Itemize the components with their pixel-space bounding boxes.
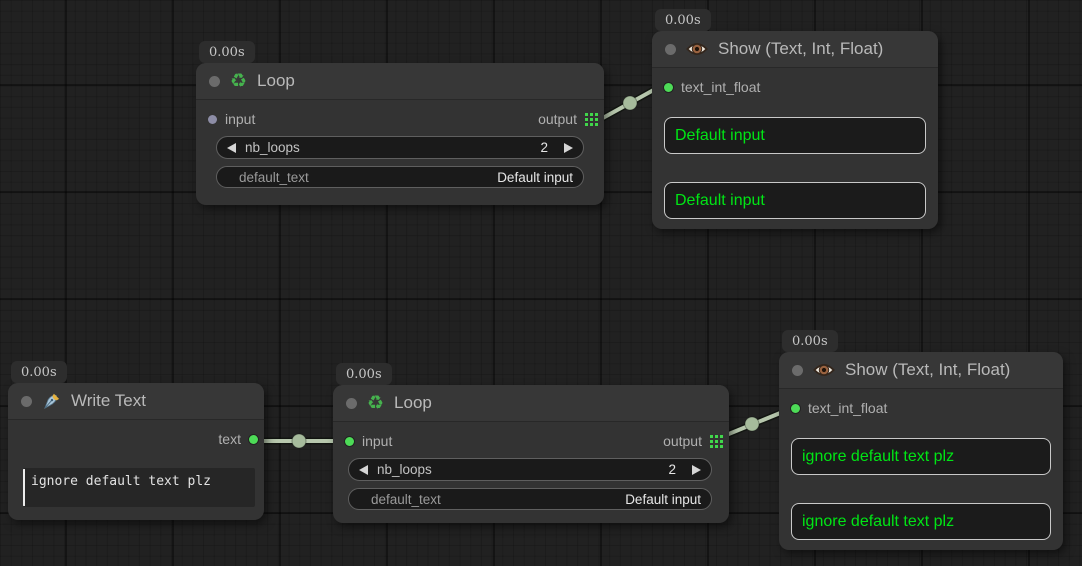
node-title: Loop [257, 71, 295, 90]
display-text-box: ignore default text plz [791, 438, 1051, 475]
input-slot[interactable]: input [208, 111, 255, 127]
slot-row: input output [333, 432, 729, 450]
display-text-box: Default input [664, 117, 926, 154]
node-title: Show (Text, Int, Float) [845, 360, 1011, 379]
slot-row: input output [196, 110, 604, 128]
node-title: Loop [394, 393, 432, 412]
node-titlebar[interactable]: ♻ Loop [333, 385, 729, 422]
execution-time-badge: 0.00s [655, 9, 711, 31]
input-slot-label: text_int_float [808, 400, 888, 416]
execution-time-badge: 0.00s [782, 330, 838, 352]
recycle-icon: ♻ [230, 69, 248, 92]
recycle-icon: ♻ [367, 391, 385, 414]
widget-label: default_text [371, 491, 441, 507]
text-caret [23, 469, 25, 506]
node-titlebar[interactable]: Write Text [8, 383, 264, 420]
wire-loop-top-to-show-top[interactable] [597, 83, 663, 123]
node-titlebar[interactable]: Show (Text, Int, Float) [779, 352, 1063, 389]
input-slot-label: text_int_float [681, 79, 761, 95]
decrement-arrow-icon[interactable] [227, 142, 236, 153]
input-slot-dot[interactable] [208, 114, 217, 124]
output-slot[interactable]: output [538, 111, 598, 127]
slot-row: text_int_float [652, 78, 938, 96]
reroute-dot[interactable] [744, 416, 760, 432]
input-slot-label: input [225, 111, 256, 127]
grid-icon[interactable] [585, 112, 598, 126]
node-loop-top[interactable]: 0.00s ♻ Loop input output [196, 41, 604, 205]
default-text-widget[interactable]: default_text Default input [216, 166, 584, 188]
textarea-value: ignore default text plz [31, 474, 212, 489]
node-title: Show (Text, Int, Float) [718, 39, 884, 58]
execution-time-badge: 0.00s [336, 363, 392, 385]
input-slot[interactable]: text_int_float [791, 400, 887, 416]
widget-label: nb_loops [377, 462, 432, 477]
output-slot[interactable]: text [218, 431, 258, 447]
collapse-dot[interactable] [792, 364, 803, 376]
node-loop-bottom[interactable]: 0.00s ♻ Loop input output [333, 363, 729, 523]
reroute-dot[interactable] [291, 433, 307, 449]
eye-icon [686, 42, 708, 56]
collapse-dot[interactable] [346, 397, 357, 409]
execution-time-badge: 0.00s [11, 361, 67, 383]
input-slot[interactable]: input [345, 433, 392, 449]
node-title: Write Text [71, 391, 146, 410]
pen-icon [42, 392, 61, 411]
increment-arrow-icon[interactable] [692, 464, 701, 475]
display-text-box: ignore default text plz [791, 503, 1051, 540]
default-text-widget[interactable]: default_text Default input [348, 488, 712, 510]
output-slot-dot[interactable] [249, 434, 258, 444]
grid-icon[interactable] [710, 434, 723, 448]
display-text-box: Default input [664, 182, 926, 219]
widget-value: 2 [668, 462, 676, 477]
widget-value: Default input [625, 491, 701, 507]
eye-icon [813, 363, 835, 377]
collapse-dot[interactable] [21, 395, 32, 407]
output-slot-label: text [218, 431, 241, 447]
widget-value: Default input [497, 169, 573, 185]
reroute-dot[interactable] [622, 95, 638, 111]
input-slot-dot[interactable] [664, 82, 673, 92]
node-titlebar[interactable]: Show (Text, Int, Float) [652, 31, 938, 68]
node-show-bottom[interactable]: 0.00s Show (Text, Int, Float) text_int_f… [779, 330, 1063, 550]
input-slot-dot[interactable] [791, 403, 800, 413]
text-input-area[interactable]: ignore default text plz [23, 468, 255, 507]
widget-label: default_text [239, 169, 309, 185]
output-slot-label: output [538, 111, 577, 127]
widget-label: nb_loops [245, 140, 300, 155]
slot-row: text [8, 430, 264, 448]
collapse-dot[interactable] [665, 43, 676, 55]
increment-arrow-icon[interactable] [564, 142, 573, 153]
slot-row: text_int_float [779, 399, 1063, 417]
output-slot-label: output [663, 433, 702, 449]
node-write-text[interactable]: 0.00s Write Text text ignore default tex… [8, 361, 264, 520]
nb-loops-widget[interactable]: nb_loops 2 [216, 136, 584, 159]
widget-value: 2 [540, 140, 548, 155]
input-slot[interactable]: text_int_float [664, 79, 760, 95]
node-titlebar[interactable]: ♻ Loop [196, 63, 604, 100]
node-show-top[interactable]: 0.00s Show (Text, Int, Float) text_int_f… [652, 9, 938, 229]
decrement-arrow-icon[interactable] [359, 464, 368, 475]
nb-loops-widget[interactable]: nb_loops 2 [348, 458, 712, 481]
input-slot-dot[interactable] [345, 436, 354, 446]
output-slot[interactable]: output [663, 433, 723, 449]
collapse-dot[interactable] [209, 75, 220, 87]
input-slot-label: input [362, 433, 393, 449]
execution-time-badge: 0.00s [199, 41, 255, 63]
